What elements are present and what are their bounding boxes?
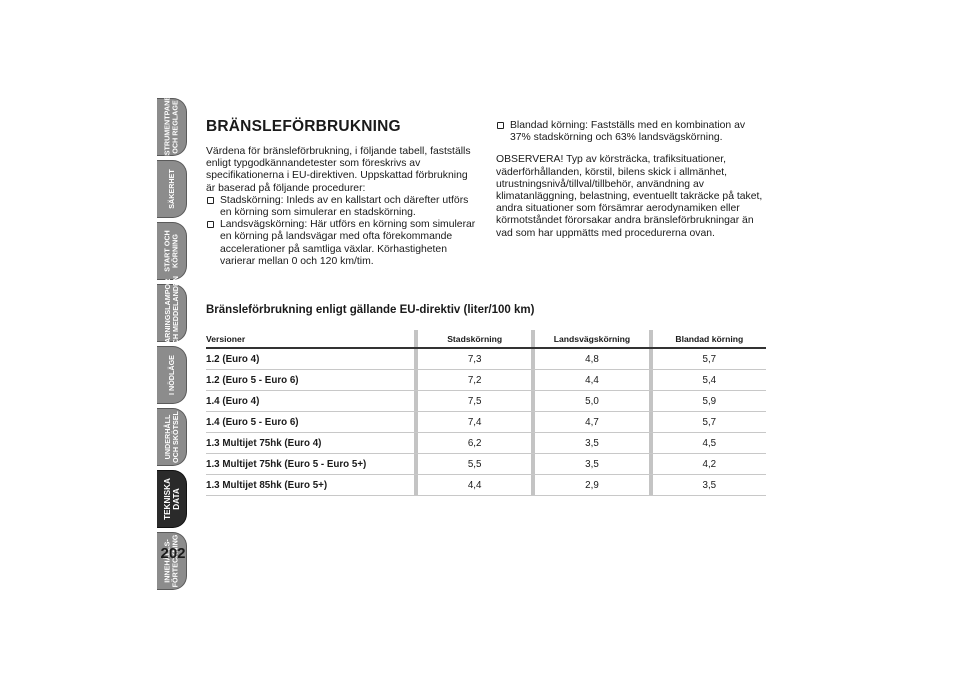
column-divider — [648, 349, 653, 369]
column-divider — [531, 330, 536, 347]
column-divider — [414, 433, 418, 453]
column-divider — [531, 454, 536, 474]
column-divider — [648, 433, 653, 453]
page-title: BRÄNSLEFÖRBRUKNING — [206, 118, 401, 135]
version-cell: 1.2 (Euro 4) — [206, 353, 260, 365]
list-item-text: Stadskörning: Inleds av en kallstart och… — [220, 194, 469, 219]
column-divider — [531, 412, 536, 432]
checkbox-bullet-icon — [207, 221, 214, 229]
column-divider — [414, 412, 418, 432]
city-cell: 7,5 — [467, 395, 482, 407]
column-divider — [648, 412, 653, 432]
procedure-list: Stadskörning: Inleds av en kallstart och… — [206, 195, 478, 268]
version-cell: 1.4 (Euro 5 - Euro 6) — [206, 416, 299, 428]
table-row: 1.2 (Euro 4) 7,3 4,8 5,7 — [206, 349, 766, 370]
city-cell: 5,5 — [467, 458, 482, 470]
highway-cell: 4,8 — [585, 353, 599, 365]
combined-cell: 5,4 — [702, 374, 717, 386]
column-divider — [648, 475, 653, 495]
list-item: Stadskörning: Inleds av en kallstart och… — [206, 195, 478, 219]
list-item: Blandad körning: Fastställs med en kombi… — [496, 120, 768, 144]
column-divider — [531, 433, 536, 453]
tab-i-nodlage[interactable]: I NÖDLÄGE — [157, 346, 187, 404]
highway-cell: 5,0 — [585, 395, 599, 407]
city-cell: 4,4 — [467, 479, 482, 491]
highway-cell: 3,5 — [585, 437, 599, 449]
column-divider — [414, 454, 418, 474]
column-header: Blandad körning — [675, 333, 744, 344]
tab-sakerhet[interactable]: SÄKERHET — [157, 160, 187, 218]
table-row: 1.4 (Euro 5 - Euro 6) 7,4 4,7 5,7 — [206, 412, 766, 433]
highway-cell: 3,5 — [585, 458, 599, 470]
table-header: Versioner Stadskörning Landsvägskörning … — [206, 330, 766, 349]
note-paragraph: OBSERVERA! Typ av körsträcka, trafiksitu… — [496, 154, 763, 239]
column-divider — [648, 330, 653, 347]
combined-cell: 5,7 — [702, 416, 717, 428]
combined-cell: 5,9 — [702, 395, 717, 407]
column-divider — [414, 330, 418, 347]
combined-cell: 4,5 — [702, 437, 717, 449]
table-row: 1.4 (Euro 4) 7,5 5,0 5,9 — [206, 391, 766, 412]
column-divider — [414, 391, 418, 411]
tab-innehallsforteckning[interactable]: INNEHÅLLS-FÖRTECKNING — [157, 532, 187, 590]
column-divider — [531, 391, 536, 411]
checkbox-bullet-icon — [207, 196, 214, 204]
column-divider — [414, 349, 418, 369]
table-title: Bränsleförbrukning enligt gällande EU-di… — [206, 304, 535, 316]
column-divider — [531, 349, 536, 369]
tab-label: SÄKERHET — [166, 169, 176, 209]
combined-cell: 5,7 — [702, 353, 717, 365]
column-divider — [531, 475, 536, 495]
consumption-table: Versioner Stadskörning Landsvägskörning … — [206, 330, 766, 496]
city-cell: 7,2 — [467, 374, 482, 386]
table-row: 1.2 (Euro 5 - Euro 6) 7,2 4,4 5,4 — [206, 370, 766, 391]
checkbox-bullet-icon — [497, 122, 504, 129]
column-divider — [648, 391, 653, 411]
page-number: 202 — [160, 545, 186, 562]
procedure-list-continued: Blandad körning: Fastställs med en kombi… — [496, 120, 768, 144]
column-divider — [414, 475, 418, 495]
highway-cell: 4,4 — [585, 374, 599, 386]
city-cell: 7,3 — [467, 353, 482, 365]
column-divider — [531, 370, 536, 390]
left-column: BRÄNSLEFÖRBRUKNING Värdena för bränslefö… — [206, 118, 478, 268]
table-row: 1.3 Multijet 75hk (Euro 4) 6,2 3,5 4,5 — [206, 433, 766, 454]
column-header: Versioner — [206, 333, 246, 344]
table-row: 1.3 Multijet 85hk (Euro 5+) 4,4 2,9 3,5 — [206, 475, 766, 496]
list-item: Landsvägskörning: Här utförs en körning … — [206, 219, 478, 268]
tab-label: I NÖDLÄGE — [166, 355, 176, 395]
intro-paragraph: Värdena för bränsleförbrukning, i följan… — [206, 146, 471, 194]
list-item-text: Landsvägskörning: Här utförs en körning … — [220, 219, 476, 267]
column-divider — [414, 370, 418, 390]
version-cell: 1.2 (Euro 5 - Euro 6) — [206, 374, 299, 386]
column-header: Stadskörning — [447, 333, 503, 344]
version-cell: 1.3 Multijet 85hk (Euro 5+) — [206, 479, 328, 491]
highway-cell: 4,7 — [585, 416, 599, 428]
version-cell: 1.3 Multijet 75hk (Euro 5 - Euro 5+) — [206, 458, 367, 470]
combined-cell: 3,5 — [702, 479, 717, 491]
version-cell: 1.3 Multijet 75hk (Euro 4) — [206, 437, 322, 449]
city-cell: 6,2 — [467, 437, 482, 449]
combined-cell: 4,2 — [702, 458, 717, 470]
city-cell: 7,4 — [467, 416, 482, 428]
right-column: Blandad körning: Fastställs med en kombi… — [496, 120, 768, 240]
version-cell: 1.4 (Euro 4) — [206, 395, 260, 407]
list-item-text: Blandad körning: Fastställs med en kombi… — [510, 120, 746, 144]
table-row: 1.3 Multijet 75hk (Euro 5 - Euro 5+) 5,5… — [206, 454, 766, 475]
column-divider — [648, 370, 653, 390]
highway-cell: 2,9 — [585, 479, 599, 491]
column-divider — [648, 454, 653, 474]
column-header: Landsvägskörning — [553, 333, 631, 344]
